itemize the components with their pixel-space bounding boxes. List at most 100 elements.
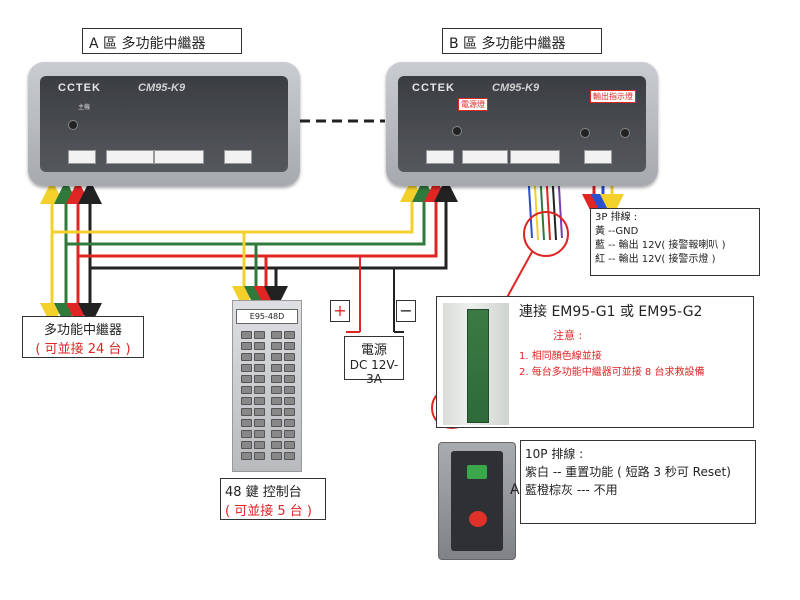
bus-black [90, 178, 458, 270]
console-key [254, 452, 265, 460]
bus-green [66, 178, 436, 246]
power-line1: 電源 [360, 343, 387, 358]
console-key [284, 419, 295, 427]
bus-note-line2: ( 可並接 24 台 ) [35, 342, 131, 357]
cable-3p-item-3: 紅 -- 輸出 12V( 接警示燈 ) [595, 254, 716, 265]
power-plus-terminal: + [330, 300, 350, 322]
console-key [271, 364, 282, 372]
console-key [241, 408, 252, 416]
console-key [254, 375, 265, 383]
console-key [241, 430, 252, 438]
repeater-a-connector-10p [106, 150, 154, 164]
console-device: E95-48D [232, 300, 302, 472]
repeater-a-connector-4p [68, 150, 96, 164]
emergency-red-button [469, 511, 487, 527]
repeater-b-device: CCTEK CM95-K9 [386, 62, 658, 186]
cable-3p-item-2: 藍 -- 輸出 12V( 接警報喇叭 ) [595, 240, 726, 251]
bus-note: 多功能中繼器 ( 可並接 24 台 ) [22, 316, 144, 358]
console-key [284, 375, 295, 383]
console-key [284, 430, 295, 438]
console-key [254, 331, 265, 339]
console-key [284, 452, 295, 460]
bus-note-line1: 多功能中繼器 [43, 323, 122, 338]
console-key [241, 452, 252, 460]
console-key [254, 364, 265, 372]
console-key [271, 441, 282, 449]
connect-note-2: 2. 每台多功能中繼器可並接 8 台求救設備 [519, 367, 705, 378]
connect-note-title: 注意 : [553, 329, 583, 342]
cable-10p-line1: 紫白 -- 重置功能 ( 短路 3 秒可 Reset) [525, 465, 731, 479]
callout-output-led: 輸出指示燈 [590, 90, 636, 103]
console-key [254, 408, 265, 416]
console-key [254, 419, 265, 427]
console-key [241, 441, 252, 449]
repeater-b-brand: CCTEK [412, 82, 455, 94]
cable-3p-title: 3P 排線 : [595, 212, 638, 223]
console-key [241, 331, 252, 339]
repeater-b-connector-3p [584, 150, 612, 164]
zoom-circle-top [523, 211, 569, 257]
repeater-b-title: B 區 多功能中繼器 [442, 28, 602, 54]
console-key [271, 375, 282, 383]
console-note-line1: 48 鍵 控制台 [225, 485, 302, 500]
repeater-b-led [452, 126, 462, 136]
cable-10p-note: 10P 排線 : 紫白 -- 重置功能 ( 短路 3 秒可 Reset) 藍橙棕… [520, 440, 756, 524]
cable-10p-side-label: A [510, 482, 520, 498]
connect-note-1: 1. 相同顏色線並接 [519, 351, 602, 362]
console-key [271, 342, 282, 350]
emergency-device [438, 442, 516, 560]
connect-photo [443, 303, 509, 425]
console-key [271, 353, 282, 361]
repeater-b-output-led-2 [620, 128, 630, 138]
console-key [254, 441, 265, 449]
repeater-b-model: CM95-K9 [492, 82, 540, 94]
console-key [254, 342, 265, 350]
cable-3p-item-1: 黃 --GND [595, 226, 639, 237]
console-key [254, 397, 265, 405]
console-key [271, 397, 282, 405]
repeater-b-connector-8p [510, 150, 560, 164]
console-key [241, 375, 252, 383]
cable-10p-title: 10P 排線 : [525, 447, 584, 461]
console-key [271, 408, 282, 416]
repeater-b-connector-4p [426, 150, 454, 164]
console-key [284, 397, 295, 405]
console-key [241, 364, 252, 372]
console-key [241, 342, 252, 350]
console-note-line2: ( 可並接 5 台 ) [225, 504, 312, 519]
repeater-a-title: A 區 多功能中繼器 [82, 28, 242, 54]
power-line2: DC 12V-3A [349, 358, 399, 386]
console-key [254, 430, 265, 438]
console-key [241, 397, 252, 405]
repeater-a-led [68, 120, 78, 130]
emergency-green-button [467, 465, 487, 479]
repeater-a-main-label: 主機 [78, 104, 91, 111]
connect-panel: 連接 EM95-G1 或 EM95-G2 注意 : 1. 相同顏色線並接 2. … [436, 296, 754, 428]
console-key [271, 419, 282, 427]
console-key [284, 364, 295, 372]
power-minus-terminal: − [396, 300, 416, 322]
cable-3p-note: 3P 排線 : 黃 --GND 藍 -- 輸出 12V( 接警報喇叭 ) 紅 -… [590, 208, 760, 276]
console-key [271, 430, 282, 438]
repeater-a-connector-3p [224, 150, 252, 164]
console-key [271, 331, 282, 339]
bus-yellow [52, 178, 424, 234]
repeater-a-device: CCTEK CM95-K9 主機 [28, 62, 300, 186]
cable-10p-line2: 藍橙棕灰 --- 不用 [525, 483, 618, 497]
console-key [254, 353, 265, 361]
power-box: 電源 DC 12V-3A [344, 336, 404, 386]
console-key [284, 386, 295, 394]
callout-power-led: 電源燈 [458, 98, 488, 111]
console-key [284, 342, 295, 350]
console-model: E95-48D [236, 309, 298, 324]
bus-red [78, 178, 448, 258]
console-key [271, 452, 282, 460]
repeater-a-connector-8p [154, 150, 204, 164]
console-key [241, 419, 252, 427]
connect-title: 連接 EM95-G1 或 EM95-G2 [519, 304, 703, 320]
repeater-b-output-led-1 [580, 128, 590, 138]
console-key [271, 386, 282, 394]
repeater-b-connector-10p [462, 150, 508, 164]
console-key [284, 353, 295, 361]
